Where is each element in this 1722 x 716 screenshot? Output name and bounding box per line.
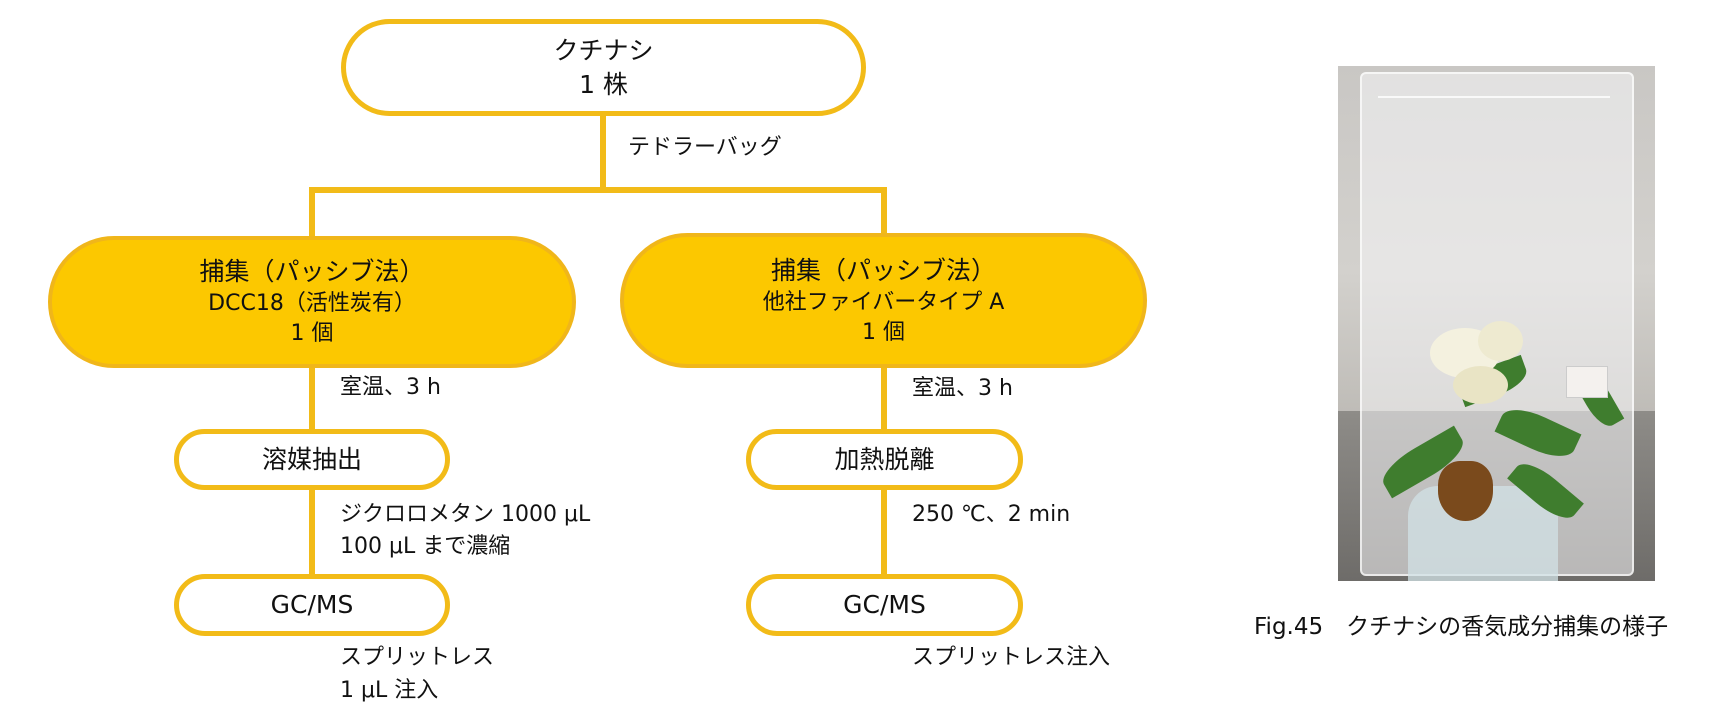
gardenia-petal <box>1453 366 1508 404</box>
root-edge-label: テドラーバッグ <box>628 135 782 160</box>
right-capture-edge-label: 室温、3 h <box>912 376 1013 401</box>
left-process-edge-line1: ジクロロメタン 1000 μL <box>340 502 591 527</box>
right-injection-label: スプリットレス注入 <box>912 645 1111 670</box>
left-capture-device: DCC18（活性炭有） <box>208 291 416 316</box>
connector-right-capture-process <box>881 366 887 432</box>
left-process-label: 溶媒抽出 <box>261 444 362 474</box>
bag-label-tag <box>1566 366 1608 398</box>
gardenia-bag-photo <box>1338 66 1655 581</box>
left-process-node: 溶媒抽出 <box>174 429 450 490</box>
left-analysis-label: GC/MS <box>270 590 354 619</box>
bag-seam <box>1378 96 1610 98</box>
right-capture-device: 他社ファイバータイプ A <box>762 289 1005 315</box>
right-analysis-node: GC/MS <box>746 574 1023 636</box>
left-capture-count: 1 個 <box>290 321 334 346</box>
gardenia-petal <box>1478 321 1523 361</box>
connector-right-process-analysis <box>881 486 887 578</box>
figure-caption: Fig.45 クチナシの香気成分捕集の様子 <box>1254 614 1669 640</box>
right-process-edge-label: 250 ℃、2 min <box>912 502 1071 527</box>
left-injection-line2: 1 μL 注入 <box>340 678 439 703</box>
left-capture-node: 捕集（パッシブ法） DCC18（活性炭有） 1 個 <box>48 236 576 368</box>
connector-horizontal <box>309 187 887 193</box>
right-capture-node: 捕集（パッシブ法） 他社ファイバータイプ A 1 個 <box>620 233 1147 368</box>
plant-roots <box>1438 461 1493 521</box>
right-capture-count: 1 個 <box>862 319 905 345</box>
left-injection-line1: スプリットレス <box>340 645 495 670</box>
right-analysis-label: GC/MS <box>843 590 926 619</box>
connector-root-down <box>600 114 606 190</box>
root-amount: 1 株 <box>579 69 628 99</box>
root-title: クチナシ <box>553 35 654 65</box>
root-node: クチナシ 1 株 <box>341 19 866 116</box>
connector-left-down <box>309 187 315 239</box>
right-capture-method: 捕集（パッシブ法） <box>770 255 996 285</box>
connector-left-process-analysis <box>309 486 315 578</box>
right-process-label: 加熱脱離 <box>834 444 935 474</box>
right-process-node: 加熱脱離 <box>746 429 1023 490</box>
left-process-edge-line2: 100 μL まで濃縮 <box>340 534 511 559</box>
left-capture-method: 捕集（パッシブ法） <box>199 257 425 286</box>
connector-left-capture-process <box>309 366 315 432</box>
connector-right-down <box>881 187 887 239</box>
left-analysis-node: GC/MS <box>174 574 450 636</box>
left-capture-edge-label: 室温、3 h <box>340 375 441 400</box>
